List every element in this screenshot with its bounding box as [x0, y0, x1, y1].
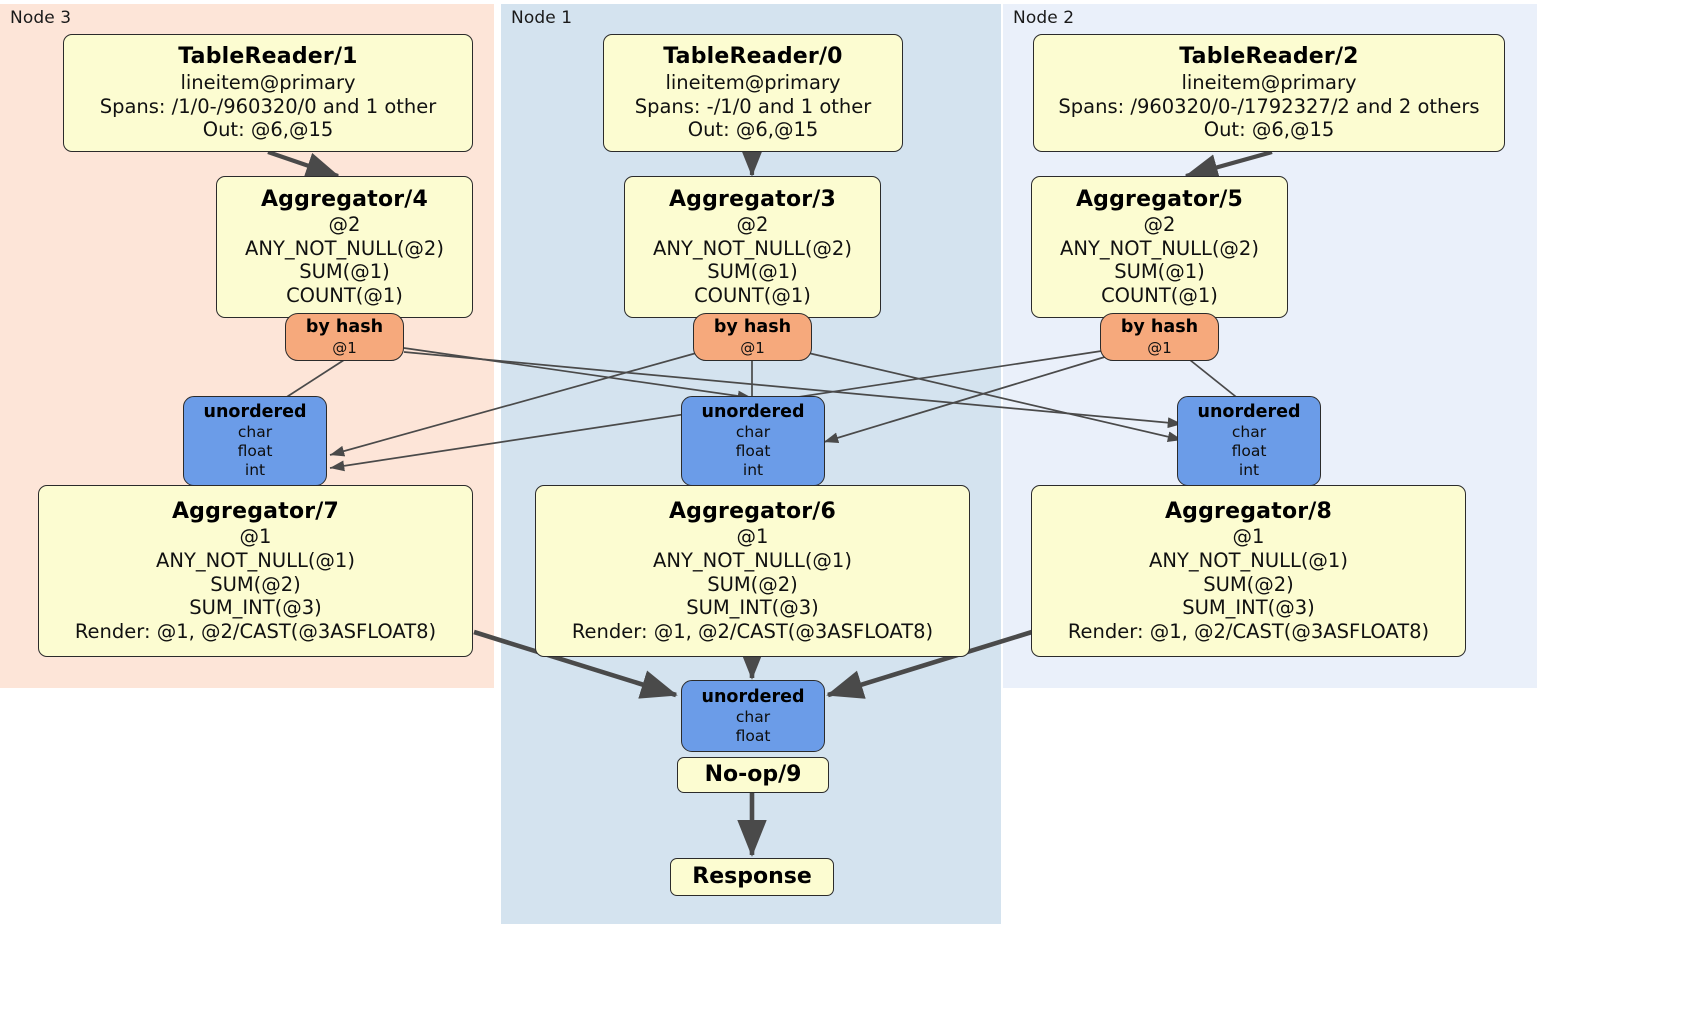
aggregator-6-agg3: SUM_INT(@3)	[686, 596, 819, 620]
table-reader-1[interactable]: TableReader/1 lineitem@primary Spans: /1…	[63, 34, 473, 152]
synchronizer-node-2-type-2: int	[1238, 460, 1260, 479]
table-reader-2-spans: Spans: /960320/0-/1792327/2 and 2 others	[1058, 94, 1480, 118]
synchronizer-node-3-type-2: int	[244, 460, 266, 479]
aggregator-7-agg1: ANY_NOT_NULL(@1)	[156, 548, 355, 572]
aggregator-8[interactable]: Aggregator/8 @1 ANY_NOT_NULL(@1) SUM(@2)…	[1031, 485, 1466, 657]
aggregator-8-agg2: SUM(@2)	[1203, 572, 1294, 596]
final-synchronizer-title: unordered	[701, 686, 805, 707]
aggregator-5-agg2: SUM(@1)	[1114, 260, 1205, 284]
aggregator-4-agg1: ANY_NOT_NULL(@2)	[245, 236, 444, 260]
aggregator-4-agg2: SUM(@1)	[299, 260, 390, 284]
aggregator-7-group: @1	[239, 525, 272, 549]
synchronizer-node-3[interactable]: unordered char float int	[183, 396, 327, 486]
aggregator-3-agg2: SUM(@1)	[707, 260, 798, 284]
aggregator-3[interactable]: Aggregator/3 @2 ANY_NOT_NULL(@2) SUM(@1)…	[624, 176, 881, 318]
table-reader-2-out: Out: @6,@15	[1203, 118, 1335, 142]
table-reader-1-out: Out: @6,@15	[202, 118, 334, 142]
hash-router-node-3[interactable]: by hash @1	[285, 313, 404, 361]
synchronizer-node-2-type-1: float	[1231, 442, 1267, 461]
response-node[interactable]: Response	[670, 858, 834, 896]
synchronizer-node-1-type-2: int	[742, 460, 764, 479]
aggregator-7-render: Render: @1, @2/CAST(@3ASFLOAT8)	[74, 619, 437, 643]
table-reader-0-title: TableReader/0	[663, 44, 843, 70]
final-synchronizer-type-1: float	[735, 726, 771, 745]
aggregator-6-agg2: SUM(@2)	[707, 572, 798, 596]
aggregator-6-agg1: ANY_NOT_NULL(@1)	[653, 548, 852, 572]
table-reader-1-spans: Spans: /1/0-/960320/0 and 1 other	[99, 94, 437, 118]
aggregator-5[interactable]: Aggregator/5 @2 ANY_NOT_NULL(@2) SUM(@1)…	[1031, 176, 1288, 318]
aggregator-5-group: @2	[1143, 213, 1176, 237]
synchronizer-node-1[interactable]: unordered char float int	[681, 396, 825, 486]
synchronizer-node-1-type-0: char	[735, 423, 771, 442]
aggregator-6[interactable]: Aggregator/6 @1 ANY_NOT_NULL(@1) SUM(@2)…	[535, 485, 970, 657]
table-reader-2[interactable]: TableReader/2 lineitem@primary Spans: /9…	[1033, 34, 1505, 152]
cluster-node-2-label: Node 2	[1013, 8, 1075, 28]
synchronizer-node-2-title: unordered	[1197, 402, 1301, 423]
table-reader-0[interactable]: TableReader/0 lineitem@primary Spans: -/…	[603, 34, 903, 152]
aggregator-8-agg1: ANY_NOT_NULL(@1)	[1149, 548, 1348, 572]
aggregator-8-render: Render: @1, @2/CAST(@3ASFLOAT8)	[1067, 619, 1430, 643]
aggregator-7-agg2: SUM(@2)	[210, 572, 301, 596]
synchronizer-node-1-type-1: float	[735, 442, 771, 461]
aggregator-3-agg3: COUNT(@1)	[694, 283, 811, 307]
aggregator-3-agg1: ANY_NOT_NULL(@2)	[653, 236, 852, 260]
aggregator-8-agg3: SUM_INT(@3)	[1182, 596, 1315, 620]
aggregator-5-agg1: ANY_NOT_NULL(@2)	[1060, 236, 1259, 260]
hash-router-node-3-column: @1	[332, 338, 357, 357]
aggregator-4-title: Aggregator/4	[260, 186, 429, 212]
aggregator-8-title: Aggregator/8	[1164, 498, 1333, 524]
cluster-node-3-label: Node 3	[10, 8, 72, 28]
aggregator-5-title: Aggregator/5	[1075, 186, 1244, 212]
aggregator-3-title: Aggregator/3	[668, 186, 837, 212]
table-reader-1-title: TableReader/1	[178, 44, 358, 70]
aggregator-7-title: Aggregator/7	[171, 498, 340, 524]
aggregator-4-agg3: COUNT(@1)	[286, 283, 403, 307]
no-op-9-title: No-op/9	[704, 761, 802, 787]
no-op-9[interactable]: No-op/9	[677, 757, 829, 793]
aggregator-4[interactable]: Aggregator/4 @2 ANY_NOT_NULL(@2) SUM(@1)…	[216, 176, 473, 318]
aggregator-4-group: @2	[328, 213, 361, 237]
table-reader-0-spans: Spans: -/1/0 and 1 other	[634, 94, 872, 118]
synchronizer-node-3-type-1: float	[237, 442, 273, 461]
response-title: Response	[692, 863, 812, 889]
hash-router-node-3-title: by hash	[305, 317, 384, 338]
aggregator-7-agg3: SUM_INT(@3)	[189, 596, 322, 620]
cluster-node-1-label: Node 1	[511, 8, 573, 28]
aggregator-6-render: Render: @1, @2/CAST(@3ASFLOAT8)	[571, 619, 934, 643]
aggregator-3-group: @2	[736, 213, 769, 237]
synchronizer-node-1-title: unordered	[701, 402, 805, 423]
synchronizer-node-3-title: unordered	[203, 402, 307, 423]
hash-router-node-1-title: by hash	[713, 317, 792, 338]
aggregator-6-group: @1	[736, 525, 769, 549]
aggregator-5-agg3: COUNT(@1)	[1101, 283, 1218, 307]
aggregator-8-group: @1	[1232, 525, 1265, 549]
aggregator-6-title: Aggregator/6	[668, 498, 837, 524]
table-reader-2-table: lineitem@primary	[1181, 70, 1357, 94]
table-reader-2-title: TableReader/2	[1179, 44, 1359, 70]
hash-router-node-2[interactable]: by hash @1	[1100, 313, 1219, 361]
table-reader-0-out: Out: @6,@15	[687, 118, 819, 142]
hash-router-node-2-column: @1	[1147, 338, 1172, 357]
hash-router-node-2-title: by hash	[1120, 317, 1199, 338]
table-reader-1-table: lineitem@primary	[180, 70, 356, 94]
table-reader-0-table: lineitem@primary	[665, 70, 841, 94]
synchronizer-node-3-type-0: char	[237, 423, 273, 442]
final-synchronizer[interactable]: unordered char float	[681, 680, 825, 752]
synchronizer-node-2[interactable]: unordered char float int	[1177, 396, 1321, 486]
aggregator-7[interactable]: Aggregator/7 @1 ANY_NOT_NULL(@1) SUM(@2)…	[38, 485, 473, 657]
hash-router-node-1[interactable]: by hash @1	[693, 313, 812, 361]
hash-router-node-1-column: @1	[740, 338, 765, 357]
synchronizer-node-2-type-0: char	[1231, 423, 1267, 442]
final-synchronizer-type-0: char	[735, 707, 771, 726]
